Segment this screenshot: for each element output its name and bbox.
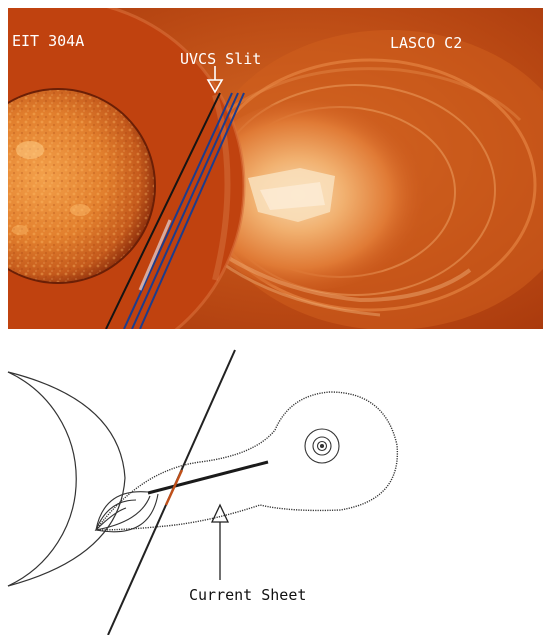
flux-rope-core bbox=[305, 429, 339, 463]
solar-limb-curve bbox=[8, 372, 76, 586]
uvcs-slit-label: UVCS Slit bbox=[180, 50, 261, 68]
top-panel-image: EIT 304A LASCO C2 UVCS Slit bbox=[0, 0, 544, 372]
annotation-arrow-icon bbox=[212, 505, 228, 522]
current-sheet-label: Current Sheet bbox=[189, 586, 306, 604]
eit-label: EIT 304A bbox=[12, 32, 84, 50]
current-sheet-line bbox=[148, 462, 268, 493]
bottom-panel-diagram: Current Sheet bbox=[8, 350, 397, 635]
lasco-label: LASCO C2 bbox=[390, 34, 462, 52]
closed-loops bbox=[96, 492, 158, 532]
